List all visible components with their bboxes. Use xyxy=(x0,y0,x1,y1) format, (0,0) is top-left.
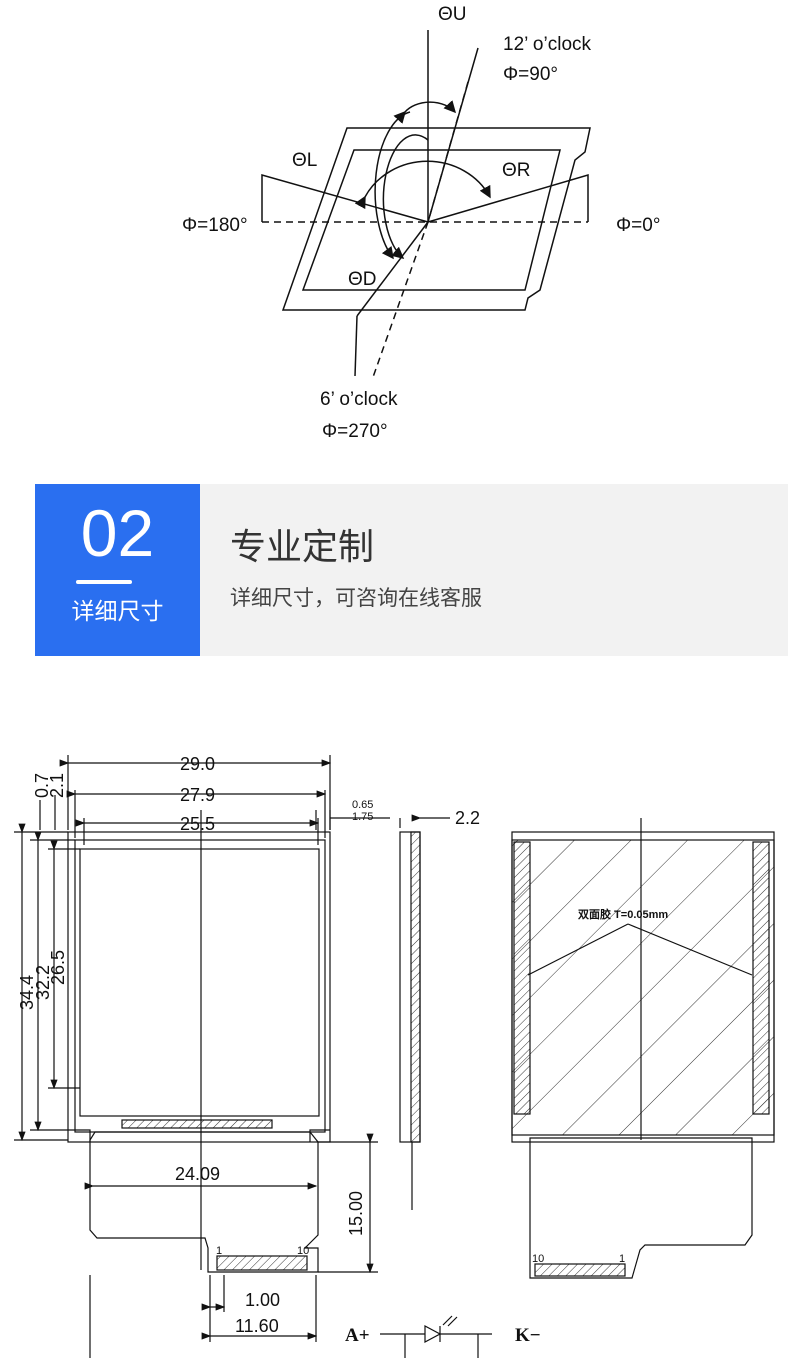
dim-side-065: 0.65 xyxy=(352,799,373,811)
left-phi-label: Φ=180° xyxy=(182,215,248,236)
dim-h-344: 34.4 xyxy=(17,975,37,1010)
top-phi-label: Φ=90° xyxy=(503,64,558,85)
dim-h-265: 26.5 xyxy=(48,950,68,985)
back-hatch-area xyxy=(511,839,775,1136)
dim-width-outer: 29.0 xyxy=(180,754,215,774)
front-bottom-tabs xyxy=(68,1129,330,1142)
top-clock-label: 12’ o’clock xyxy=(503,34,592,55)
back-pin-1-label: 1 xyxy=(619,1253,625,1265)
front-module-inner xyxy=(74,839,326,1133)
back-pin-10-label: 10 xyxy=(532,1253,544,1265)
panel-outer-outline xyxy=(281,127,591,311)
right-phi-label: Φ=0° xyxy=(616,215,660,236)
front-active-area xyxy=(79,848,320,1117)
tilted-plane-bottom-dash xyxy=(371,221,429,381)
back-pin-block xyxy=(534,1263,626,1277)
vertical-axis-down-line xyxy=(354,315,358,377)
back-tape-left xyxy=(513,841,531,1115)
banner-description: 详细尺寸，可咨询在线客服 xyxy=(230,586,482,610)
dim-side-175: 1.75 xyxy=(352,811,373,823)
dim-width-mid: 27.9 xyxy=(180,785,215,805)
theta-l-r-arc xyxy=(354,160,491,210)
back-leader-right xyxy=(627,923,753,976)
led-symbol xyxy=(424,1325,442,1343)
dim-width-active: 25.5 xyxy=(180,814,215,834)
back-tape-right xyxy=(752,841,770,1115)
theta-r-label: ΘR xyxy=(502,160,531,181)
led-anode-label: A+ xyxy=(345,1325,370,1346)
front-module-outline xyxy=(67,831,331,1143)
bottom-phi-label: Φ=270° xyxy=(322,421,388,442)
theta-l-label: ΘL xyxy=(292,150,317,171)
back-fpc-outline xyxy=(529,1137,753,1279)
pin-1-label: 1 xyxy=(216,1245,222,1257)
banner-subtitle: 详细尺寸 xyxy=(71,599,164,625)
dim-top-07: 0.7 xyxy=(32,773,52,798)
dim-side-22: 2.2 xyxy=(455,808,480,828)
theta-u-arc xyxy=(393,100,457,124)
theta-u-label: ΘU xyxy=(438,4,467,25)
dim-pins-span: 11.60 xyxy=(235,1316,279,1336)
theta-d-arc-2 xyxy=(382,134,429,259)
tape-note: 双面胶 T=0.05mm xyxy=(578,907,668,921)
banner-underline xyxy=(76,580,132,584)
banner-number: 02 xyxy=(80,496,155,570)
theta-d-label: ΘD xyxy=(348,269,377,290)
viewing-angle-diagram: ΘU 12’ o’clock Φ=90° ΘL ΘR Φ=180° Φ=0° Θ… xyxy=(182,4,660,442)
panel-inner-outline xyxy=(301,149,561,291)
pin-10-label: 10 xyxy=(297,1245,309,1257)
section-banner: 02 详细尺寸 专业定制 详细尺寸，可咨询在线客服 xyxy=(35,484,788,656)
front-fpc-outline xyxy=(89,1131,319,1273)
front-connector-strip xyxy=(121,1119,273,1129)
led-cathode-label: K− xyxy=(515,1325,541,1346)
banner-title: 专业定制 xyxy=(230,527,375,568)
side-view-hatch xyxy=(410,831,421,1143)
bottom-clock-label: 6’ o’clock xyxy=(320,389,398,410)
dim-top-21: 2.1 xyxy=(47,773,67,798)
vertical-axis-down xyxy=(356,221,429,317)
dim-h-322: 32.2 xyxy=(33,965,53,1000)
front-pin-block xyxy=(216,1255,308,1271)
dim-fpc-height: 15.00 xyxy=(346,1191,366,1236)
back-leader-left xyxy=(527,923,629,976)
banner-number-block: 02 详细尺寸 xyxy=(35,484,200,656)
dim-fpc-width: 24.09 xyxy=(175,1164,220,1184)
dim-pitch: 1.00 xyxy=(245,1290,280,1310)
theta-d-arc xyxy=(374,111,411,260)
